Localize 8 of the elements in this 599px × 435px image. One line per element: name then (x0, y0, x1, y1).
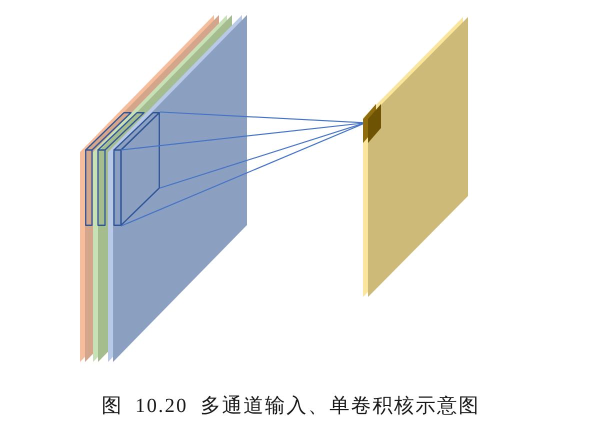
feature-map-stack (80, 15, 247, 362)
output-feature-map (363, 17, 468, 297)
connector-line (160, 111, 364, 124)
figure-caption: 图 10.20 多通道输入、单卷积核示意图 (101, 394, 480, 419)
output-pixel-cube (363, 104, 381, 143)
kernel-frame (85, 112, 160, 226)
connector-line (160, 122, 364, 189)
connector-line (120, 123, 364, 226)
